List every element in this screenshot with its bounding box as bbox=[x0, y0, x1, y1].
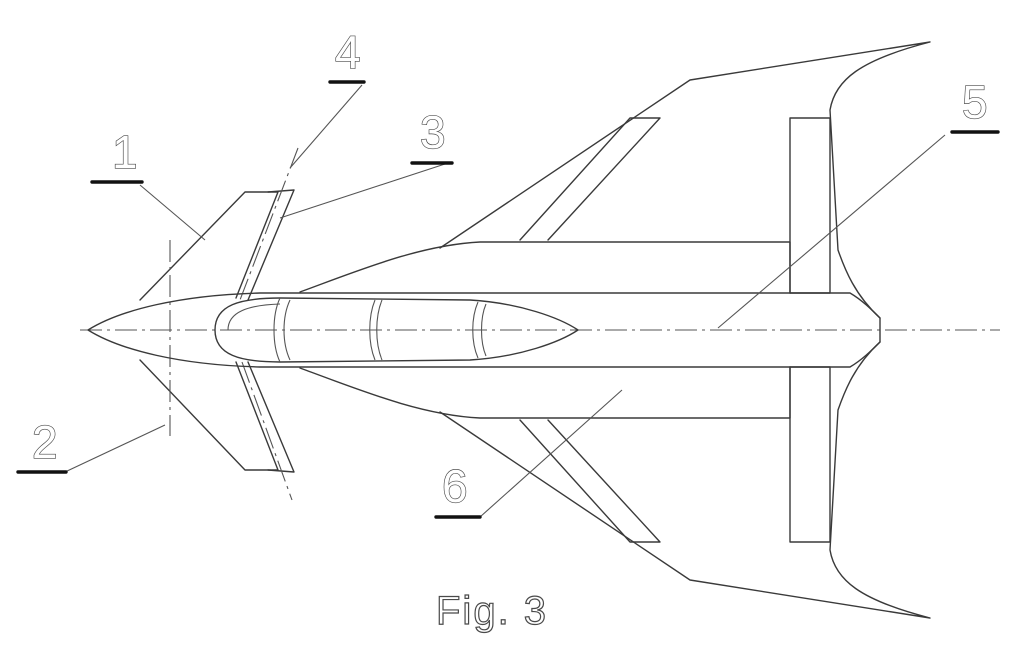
label-5: 5 bbox=[962, 76, 988, 128]
label-4: 4 bbox=[335, 26, 361, 78]
canard-flap bbox=[239, 147, 299, 501]
fuselage bbox=[87, 292, 881, 368]
label-underlines bbox=[16, 80, 1000, 519]
tail-fin-upper bbox=[789, 117, 831, 294]
main-wing-upper bbox=[439, 41, 931, 319]
tail-fin-lower bbox=[789, 366, 831, 543]
figure-caption: Fig. 3 bbox=[436, 589, 548, 633]
label-6: 6 bbox=[442, 460, 468, 512]
leader-lines bbox=[64, 84, 946, 518]
label-3: 3 bbox=[420, 106, 446, 158]
cockpit-canopy bbox=[214, 297, 579, 363]
side-fairing-lower bbox=[299, 366, 791, 419]
canard-foreplane bbox=[139, 191, 279, 471]
label-1: 1 bbox=[112, 126, 138, 178]
main-wing-lower bbox=[439, 341, 931, 619]
label-2: 2 bbox=[32, 416, 58, 468]
side-fairing-upper bbox=[299, 241, 791, 294]
